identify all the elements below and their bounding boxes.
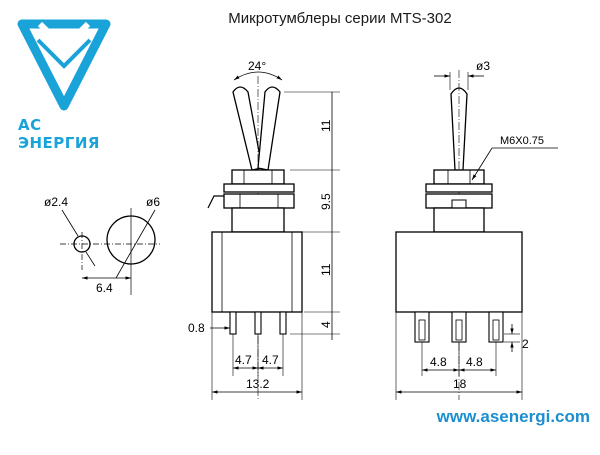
dim-side-thread: M6X0.75: [500, 135, 544, 147]
dim-front-pin-thick: 0.8: [188, 321, 205, 335]
dim-side-pin-len: 2: [522, 337, 529, 351]
dim-side-width: 18: [453, 377, 467, 391]
dim-cutout-spacing: 6.4: [96, 281, 113, 295]
dim-side-pitch-right: 4.8: [466, 355, 483, 369]
dim-cutout-small-dia: ø2.4: [44, 195, 68, 209]
dim-front-pin: 4: [319, 321, 333, 328]
dim-side-pitch-left: 4.8: [430, 355, 447, 369]
logo-text: АС ЭНЕРГИЯ: [18, 116, 100, 152]
dim-front-body: 11: [319, 263, 333, 276]
dim-front-pitch-left: 4.7: [235, 353, 252, 367]
front-view: [207, 71, 340, 400]
dim-front-bushing: 9.5: [319, 193, 333, 210]
dim-cutout-large-dia: ø6: [146, 195, 160, 209]
dim-front-lever-len: 11: [319, 119, 333, 132]
triangle-logo-icon: [17, 18, 111, 111]
panel-cutout-view: [60, 208, 160, 295]
dim-front-pitch-right: 4.7: [262, 353, 279, 367]
page-title: Микротумблеры серии MTS-302: [228, 10, 452, 27]
dim-side-lever-dia: ø3: [476, 59, 490, 73]
side-view: [395, 70, 558, 400]
site-link[interactable]: www.asenergi.com: [436, 407, 590, 426]
dim-front-angle: 24°: [248, 59, 266, 73]
dim-front-width: 13.2: [246, 377, 270, 391]
